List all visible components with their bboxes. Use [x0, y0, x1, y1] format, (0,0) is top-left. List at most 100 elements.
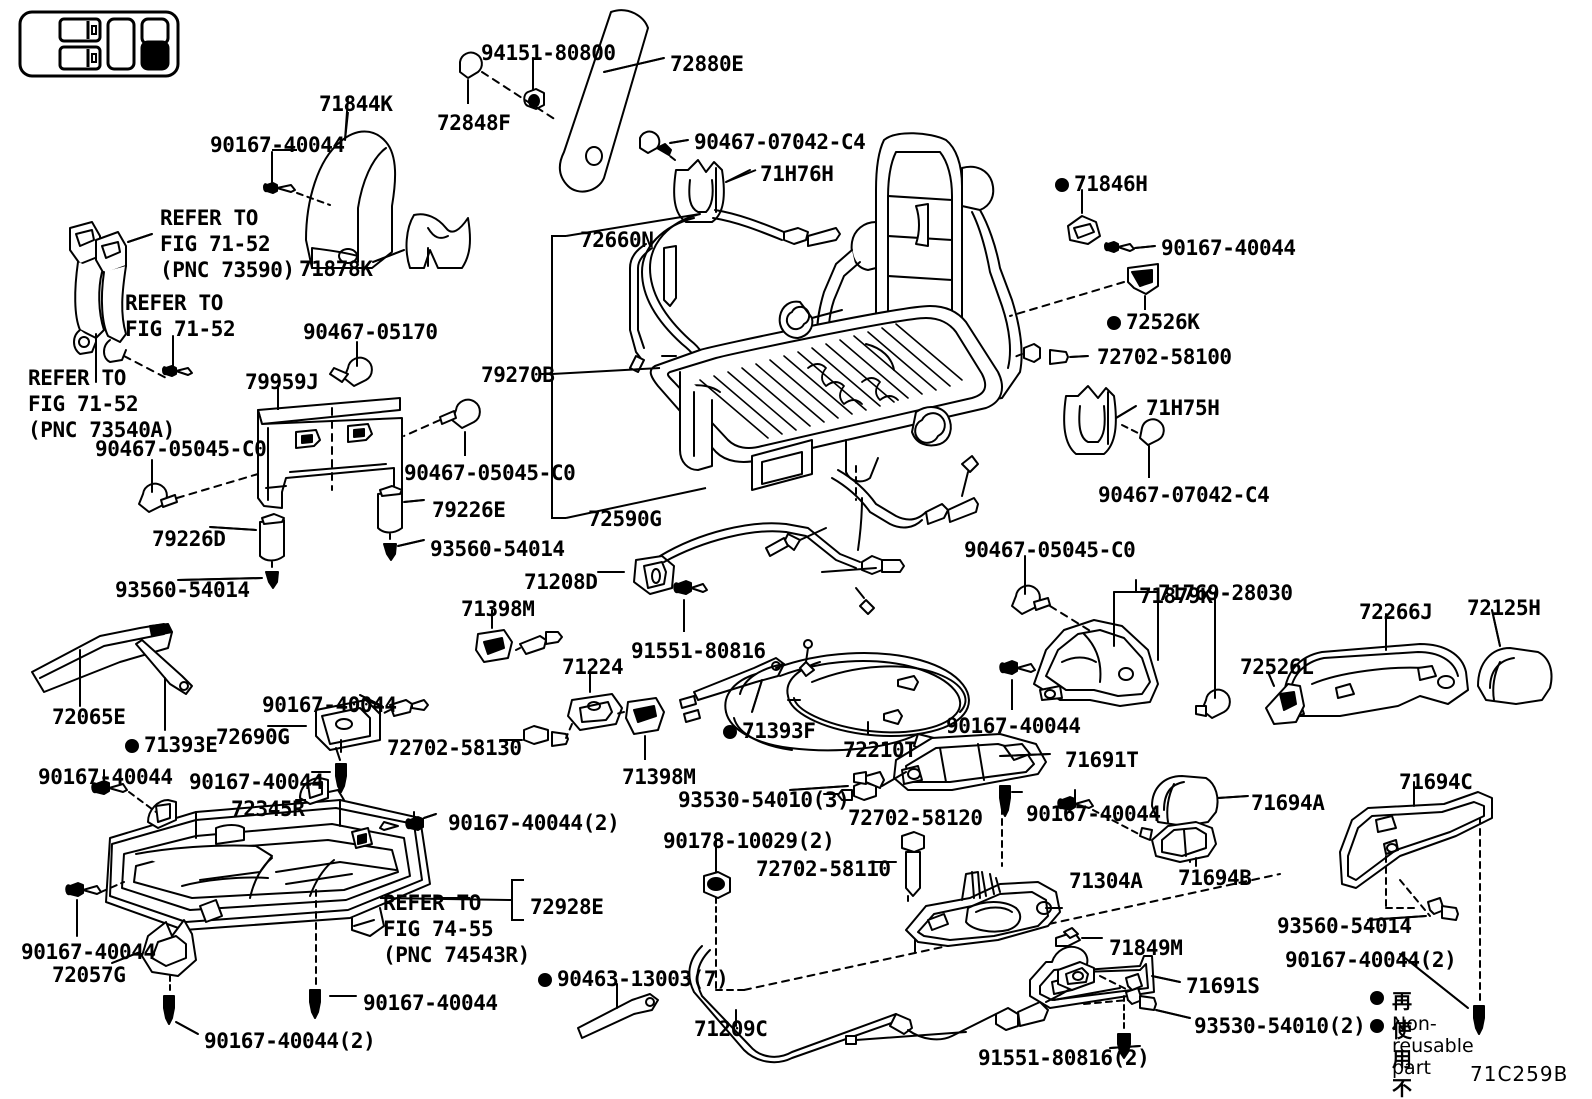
- part-number-90167-40044: 90167-40044: [38, 765, 173, 789]
- part-number-72880e: 72880E: [670, 52, 744, 76]
- non-reusable-marker: [1107, 316, 1121, 330]
- legend-en-text: Non-reusable part: [1392, 1013, 1474, 1079]
- part-number-90167-40044: 90167-40044: [1026, 802, 1161, 826]
- part-number-71208d: 71208D: [524, 570, 598, 594]
- refer-note-line: FIG 71-52: [28, 392, 139, 416]
- part-number-text: 71846H: [1074, 172, 1148, 196]
- part-number-72848f: 72848F: [437, 111, 511, 135]
- part-number-72210t: 72210T: [843, 738, 917, 762]
- refer-note-line: FIG 74-55: [383, 917, 494, 941]
- non-reusable-marker: [1055, 178, 1069, 192]
- part-number-90167-40044: 90167-40044: [210, 133, 345, 157]
- part-number-72690g: 72690G: [216, 725, 290, 749]
- part-number-91551-80816: 91551-80816: [631, 639, 766, 663]
- part-number-72590g: 72590G: [588, 507, 662, 531]
- part-number-71849m: 71849M: [1109, 936, 1183, 960]
- part-number-72660n: 72660N: [580, 228, 654, 252]
- part-number-90467-05170: 90467-05170: [303, 320, 438, 344]
- part-number-72345r: 72345R: [231, 797, 305, 821]
- part-number-71209c: 71209C: [694, 1017, 768, 1041]
- part-number-71694b: 71694B: [1178, 866, 1252, 890]
- part-number-text: 71393E: [144, 733, 218, 757]
- part-number-71398m: 71398M: [461, 597, 535, 621]
- part-number-90167-40044: 90167-40044: [946, 714, 1081, 738]
- non-reusable-marker: [538, 973, 552, 987]
- part-number-72526l: 72526L: [1240, 655, 1314, 679]
- part-number-93530-54010-2-: 93530-54010(2): [1194, 1014, 1366, 1038]
- part-number-72057g: 72057G: [52, 963, 126, 987]
- part-number-72702-58130: 72702-58130: [387, 736, 522, 760]
- part-number-71694a: 71694A: [1251, 791, 1325, 815]
- non-reusable-marker: [723, 725, 737, 739]
- part-number-71393e: 71393E: [125, 733, 218, 758]
- part-number-90467-05045-c0: 90467-05045-C0: [95, 437, 267, 461]
- part-number-93530-54010-3-: 93530-54010(3): [678, 788, 850, 812]
- figure-code: 71C259B: [1470, 1062, 1569, 1086]
- part-number-71398m: 71398M: [622, 765, 696, 789]
- part-number-71846h: 71846H: [1055, 172, 1148, 197]
- part-number-91551-80816-2-: 91551-80816(2): [978, 1046, 1150, 1070]
- part-number-79226e: 79226E: [432, 498, 506, 522]
- part-number-90167-40044: 90167-40044: [21, 940, 156, 964]
- refer-note-line: REFER TO: [383, 891, 481, 915]
- non-reusable-marker-en: [1370, 1019, 1384, 1033]
- part-number-71844k: 71844K: [319, 92, 393, 116]
- refer-note-line: REFER TO: [160, 206, 258, 230]
- refer-note-line: (PNC 73540A): [28, 418, 175, 442]
- part-number-71691t: 71691T: [1065, 748, 1139, 772]
- part-number-text: 71393F: [742, 719, 816, 743]
- part-number-90167-40044-2-: 90167-40044(2): [204, 1029, 376, 1053]
- part-number-90178-10029-2-: 90178-10029(2): [663, 829, 835, 853]
- part-number-90167-40044-2-: 90167-40044(2): [448, 811, 620, 835]
- refer-note-line: FIG 71-52: [125, 317, 236, 341]
- part-number-71h76h: 71H76H: [760, 162, 834, 186]
- part-number-90167-40044: 90167-40044: [262, 693, 397, 717]
- part-number-72702-58110: 72702-58110: [756, 857, 891, 881]
- part-number-71694c: 71694C: [1399, 770, 1473, 794]
- part-number-90467-05045-c0: 90467-05045-C0: [964, 538, 1136, 562]
- part-number-72928e: 72928E: [530, 895, 604, 919]
- part-number-90467-07042-c4: 90467-07042-C4: [1098, 483, 1270, 507]
- part-number-93560-54014: 93560-54014: [430, 537, 565, 561]
- part-number-79226d: 79226D: [152, 527, 226, 551]
- non-reusable-marker: [125, 739, 139, 753]
- part-number-72266j: 72266J: [1359, 600, 1433, 624]
- non-reusable-marker-jp: [1370, 991, 1384, 1005]
- part-number-79270b: 79270B: [481, 363, 555, 387]
- part-number-90167-40044: 90167-40044: [1161, 236, 1296, 260]
- part-number-72702-58120: 72702-58120: [848, 806, 983, 830]
- part-number-90467-07042-c4: 90467-07042-C4: [694, 130, 866, 154]
- part-number-71304a: 71304A: [1069, 869, 1143, 893]
- part-number-90463-13003-7-: 90463-13003(7): [538, 967, 729, 992]
- refer-note-line: REFER TO: [28, 366, 126, 390]
- part-number-90467-05045-c0: 90467-05045-C0: [404, 461, 576, 485]
- refer-note-line: (PNC 74543R): [383, 943, 530, 967]
- part-number-94151-80800: 94151-80800: [481, 41, 616, 65]
- part-number-71224: 71224: [562, 655, 624, 679]
- part-number-90167-40044-2-: 90167-40044(2): [1285, 948, 1457, 972]
- part-number-93560-54014: 93560-54014: [1277, 914, 1412, 938]
- part-number-90167-40044: 90167-40044: [363, 991, 498, 1015]
- part-number-72702-58100: 72702-58100: [1097, 345, 1232, 369]
- part-number-71393f: 71393F: [723, 719, 816, 744]
- refer-note-line: (PNC 73590): [160, 258, 295, 282]
- part-number-71h75h: 71H75H: [1146, 396, 1220, 420]
- part-number-71691s: 71691S: [1186, 974, 1260, 998]
- part-number-71879k: 71879K: [1139, 584, 1213, 608]
- refer-note-line: FIG 71-52: [160, 232, 271, 256]
- part-number-93560-54014: 93560-54014: [115, 578, 250, 602]
- vehicle-seat-plan-icon: [18, 10, 180, 78]
- part-number-90167-40044: 90167-40044: [189, 770, 324, 794]
- part-number-71769-28030: 71769-28030: [1158, 581, 1293, 605]
- part-number-72065e: 72065E: [52, 705, 126, 729]
- part-number-71878k: 71878K: [299, 257, 373, 281]
- part-number-72526k: 72526K: [1107, 310, 1200, 335]
- part-number-text: 72526K: [1126, 310, 1200, 334]
